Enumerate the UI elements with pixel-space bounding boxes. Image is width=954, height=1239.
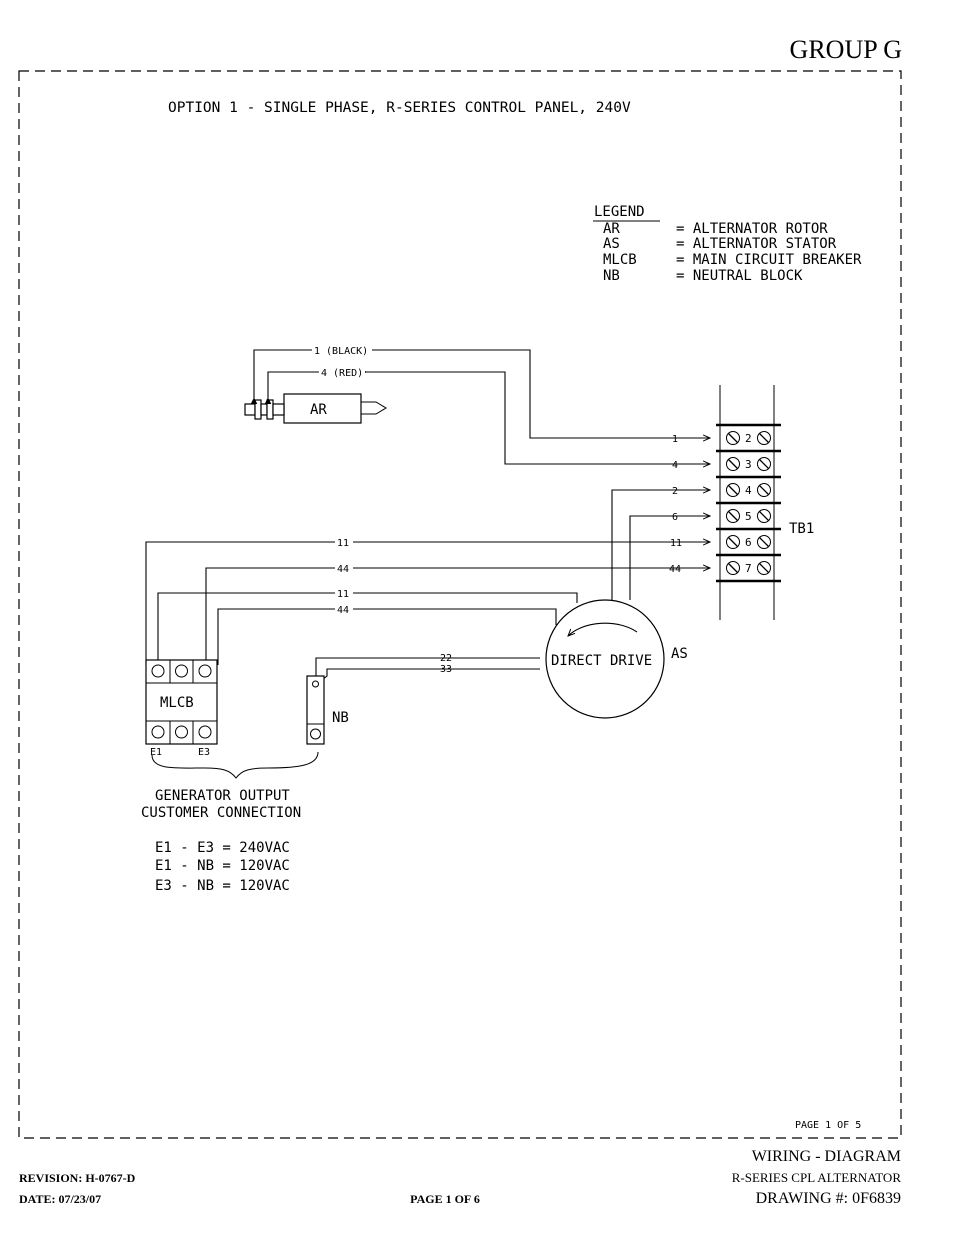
breaker-e3: E3 [198,747,210,758]
terminal-number: 3 [745,458,752,471]
output-line: GENERATOR OUTPUT [155,788,290,804]
rotor-label: AR [310,402,327,418]
neutral-label: NB [332,710,349,726]
legend-abbr: MLCB [603,252,637,268]
screw-slot [728,563,738,573]
tb-wire-label: 1 [672,434,678,445]
inner-page-number: PAGE 1 OF 5 [795,1120,861,1131]
tb-wire-label: 11 [670,538,682,549]
footer-date: DATE: 07/23/07 [19,1192,101,1206]
voltage-line: E1 - NB = 120VAC [155,858,290,874]
screw-slot [728,537,738,547]
rotor-wires: 1 (BLACK) 4 (RED) [254,343,710,464]
terminal-block-tb1: 2 3 4 5 6 7 TB1 [716,385,814,620]
legend-abbr: NB [603,268,620,284]
group-title: GROUP G [790,35,902,64]
tb-wire-label: 6 [672,512,678,523]
screw-slot [728,511,738,521]
output-notes: GENERATOR OUTPUT CUSTOMER CONNECTION E1 … [141,788,301,894]
terminal-number: 5 [745,510,752,523]
alternator-stator: DIRECT DRIVE AS [545,599,688,719]
diagram-title: OPTION 1 - SINGLE PHASE, R-SERIES CONTRO… [168,100,631,116]
footer: WIRING - DIAGRAM R-SERIES CPL ALTERNATOR… [19,1148,901,1207]
screw-slot [759,485,769,495]
wire-label-red: 4 (RED) [321,368,363,379]
tb-wire-labels: 1 4 2 6 11 44 [669,434,682,575]
stator-label: DIRECT DRIVE [551,653,652,669]
neutral-block: NB [306,675,349,745]
stator-tb-wires [611,490,710,600]
wire-label-22: 22 [440,653,452,664]
legend-desc: = ALTERNATOR STATOR [676,236,837,252]
terminal-number: 4 [745,484,752,497]
footer-revision: REVISION: H-0767-D [19,1171,136,1185]
breaker-label: MLCB [160,695,194,711]
stator-tag: AS [671,646,688,662]
wire-label-44: 44 [337,605,349,616]
screw-slot [759,511,769,521]
breaker-wires: 11 44 11 44 [145,536,710,665]
main-circuit-breaker: MLCB E1 E3 [145,659,218,758]
tb-wire-label: 2 [672,486,678,497]
legend-abbr: AR [603,221,620,237]
screw-slot [759,563,769,573]
screw-slot [728,485,738,495]
footer-drawing-number: DRAWING #: 0F6839 [756,1190,901,1207]
wire-label-black: 1 (BLACK) [314,346,368,357]
legend: LEGEND AR = ALTERNATOR ROTOR AS = ALTERN… [593,204,862,284]
output-line: CUSTOMER CONNECTION [141,805,301,821]
drawing-border [18,70,902,1139]
footer-page: PAGE 1 OF 6 [410,1192,480,1206]
screw-slot [728,433,738,443]
legend-desc: = NEUTRAL BLOCK [676,268,803,284]
screw-slot [728,459,738,469]
tb-wire-label: 44 [669,564,681,575]
wire-label-33: 33 [440,664,452,675]
terminal-number: 6 [745,536,752,549]
voltage-line: E3 - NB = 120VAC [155,878,290,894]
legend-abbr: AS [603,236,620,252]
legend-desc: = MAIN CIRCUIT BREAKER [676,252,862,268]
screw-slot [759,537,769,547]
tb-wire-label: 4 [672,460,678,471]
legend-desc: = ALTERNATOR ROTOR [676,221,828,237]
voltage-line: E1 - E3 = 240VAC [155,840,290,856]
footer-product: R-SERIES CPL ALTERNATOR [732,1170,902,1185]
tb1-label: TB1 [789,521,814,537]
neutral-wires: 22 33 [315,653,540,685]
screw-slot [759,433,769,443]
wire-label-11: 11 [337,538,349,549]
legend-heading: LEGEND [594,204,645,220]
alternator-rotor: AR [244,393,387,424]
breaker-e1: E1 [150,747,162,758]
wire-label-11: 11 [337,589,349,600]
output-brace [151,751,319,779]
wire-label-44: 44 [337,564,349,575]
terminal-number: 2 [745,432,752,445]
footer-title: WIRING - DIAGRAM [752,1148,901,1165]
screw-slot [759,459,769,469]
terminal-number: 7 [745,562,752,575]
